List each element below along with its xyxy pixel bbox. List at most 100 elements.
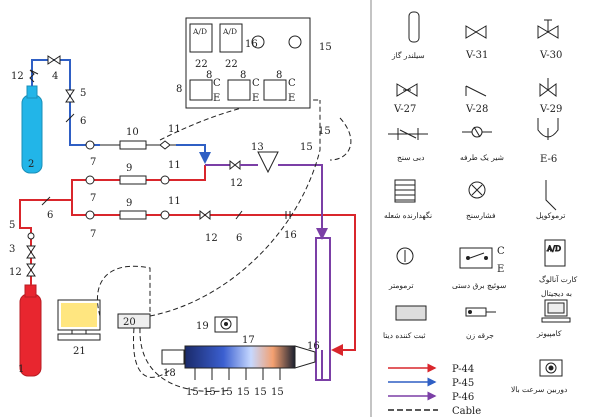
legend-flowmeter: دبی سنج bbox=[397, 153, 425, 162]
legend-v30: V-30 bbox=[539, 50, 562, 61]
legend-camera: دوربین سرعت بالا bbox=[511, 385, 568, 394]
legend-ad-card-text: A/D bbox=[546, 244, 561, 253]
legend-thermometer: ترمومتر bbox=[388, 281, 414, 290]
thermocouple-icon bbox=[545, 180, 557, 211]
flame-holder-icon bbox=[394, 179, 416, 203]
label-e-c: E bbox=[288, 93, 295, 104]
legend-v27: V-27 bbox=[393, 104, 416, 115]
label-12-bottom: 12 bbox=[9, 267, 22, 278]
label-c-a: C bbox=[213, 78, 221, 89]
flowmeters bbox=[100, 140, 176, 220]
legend-cable: Cable bbox=[452, 406, 481, 417]
label-3: 3 bbox=[9, 244, 15, 255]
label-15-p3: 15 bbox=[220, 387, 233, 398]
label-e-a: E bbox=[213, 93, 220, 104]
legend-ad-card-line1: کارت آنالوگ bbox=[539, 274, 578, 284]
legend-ad-card-line2: به دیجیتال bbox=[541, 289, 572, 298]
label-16-top: 16 bbox=[245, 39, 258, 50]
legend-manual-switch: سوئیچ برق دستی bbox=[452, 281, 507, 290]
label-6-low: 6 bbox=[236, 233, 242, 244]
label-15-p1: 15 bbox=[186, 387, 199, 398]
mixer bbox=[205, 151, 328, 240]
label-21: 21 bbox=[73, 346, 86, 357]
one-way-valve-icon bbox=[462, 126, 492, 138]
label-1: 1 bbox=[18, 364, 24, 375]
computer-legend-icon bbox=[541, 299, 571, 323]
label-15-p2: 15 bbox=[203, 387, 216, 398]
thermocouple-probes bbox=[194, 368, 281, 380]
label-15-mid: 15 bbox=[300, 142, 313, 153]
daq-panel: A/D A/D 16 22 22 8 8 8 C C C E E E bbox=[185, 17, 311, 109]
gas-cylinder-icon bbox=[408, 11, 420, 43]
air-line-valves bbox=[29, 55, 75, 123]
label-7-a: 7 bbox=[90, 157, 96, 168]
data-logger-box: 20 bbox=[117, 313, 151, 329]
label-11-a: 11 bbox=[168, 124, 181, 135]
ad-card-2-text: A/D bbox=[222, 27, 237, 36]
label-9-b: 9 bbox=[126, 198, 132, 209]
legend-p44: P-44 bbox=[452, 364, 474, 375]
v27-icon bbox=[396, 83, 418, 97]
label-19: 19 bbox=[196, 321, 209, 332]
pressure-gauge-icon bbox=[468, 181, 486, 199]
label-7-c: 7 bbox=[90, 229, 96, 240]
legend-switch-c: C bbox=[497, 246, 505, 257]
legend-v31: V-31 bbox=[465, 50, 488, 61]
label-20: 20 bbox=[123, 317, 136, 328]
label-22-a: 22 bbox=[195, 59, 208, 70]
manual-switch-icon bbox=[459, 247, 493, 269]
v30-icon bbox=[537, 19, 559, 39]
ad-card-1-text: A/D bbox=[192, 27, 207, 36]
legend-switch-e: E bbox=[497, 264, 504, 275]
spark-plug-icon bbox=[465, 307, 496, 317]
combustion-chamber: 17 16 18 bbox=[161, 335, 320, 379]
burner-tube bbox=[315, 237, 331, 381]
legend-computer: کامپیوتر bbox=[536, 329, 562, 338]
label-15-p5: 15 bbox=[254, 387, 267, 398]
legend-v29: V-29 bbox=[539, 104, 562, 115]
label-c-c: C bbox=[288, 78, 296, 89]
legend: سیلندر گاز V-31 V-30 V-27 V-28 V-29 دبی … bbox=[383, 11, 578, 417]
label-17: 17 bbox=[242, 335, 255, 346]
legend-pressure-gauge: فشارسنج bbox=[466, 211, 496, 220]
legend-data-logger: ثبت کننده دیتا bbox=[383, 331, 425, 340]
lower-valves bbox=[199, 209, 291, 221]
label-13: 13 bbox=[251, 142, 264, 153]
v31-icon bbox=[465, 25, 487, 39]
e6-icon bbox=[537, 118, 559, 140]
v28-icon bbox=[465, 85, 487, 97]
label-e-b: E bbox=[252, 93, 259, 104]
label-8-b: 8 bbox=[240, 70, 246, 81]
fuel-line-valves bbox=[26, 196, 51, 277]
legend-gas-cylinder: سیلندر گاز bbox=[391, 50, 425, 60]
flowmeter-icon bbox=[388, 128, 428, 140]
line-legend bbox=[388, 363, 438, 411]
legend-p46: P-46 bbox=[452, 392, 474, 403]
label-18: 18 bbox=[163, 368, 176, 379]
legend-v28: V-28 bbox=[465, 104, 488, 115]
label-15-p4: 15 bbox=[237, 387, 250, 398]
legend-spark-plug: جرقه زن bbox=[466, 331, 494, 340]
label-6-top: 6 bbox=[80, 116, 86, 127]
high-speed-camera-icon bbox=[539, 359, 563, 377]
label-6-mid: 6 bbox=[47, 210, 53, 221]
label-11-b: 11 bbox=[168, 160, 181, 171]
label-16-chamber: 16 bbox=[307, 341, 320, 352]
legend-one-way-valve: شیر یک طرفه bbox=[460, 153, 505, 162]
label-12-low: 12 bbox=[205, 233, 218, 244]
legend-e6: E-6 bbox=[540, 154, 557, 165]
computer-icon: 21 bbox=[57, 299, 101, 357]
ad-card-icon: A/D bbox=[544, 239, 566, 267]
label-c-b: C bbox=[252, 78, 260, 89]
label-15-right: 15 bbox=[318, 126, 331, 137]
label-15-top: 15 bbox=[319, 42, 332, 53]
label-11-c: 11 bbox=[168, 196, 181, 207]
v29-icon bbox=[539, 78, 557, 97]
label-8-side: 8 bbox=[176, 84, 182, 95]
label-5-top: 5 bbox=[80, 88, 86, 99]
label-9-a: 9 bbox=[126, 163, 132, 174]
fuel-cylinder: 1 bbox=[18, 284, 42, 377]
label-16-low: 16 bbox=[284, 230, 297, 241]
label-2: 2 bbox=[28, 159, 34, 170]
